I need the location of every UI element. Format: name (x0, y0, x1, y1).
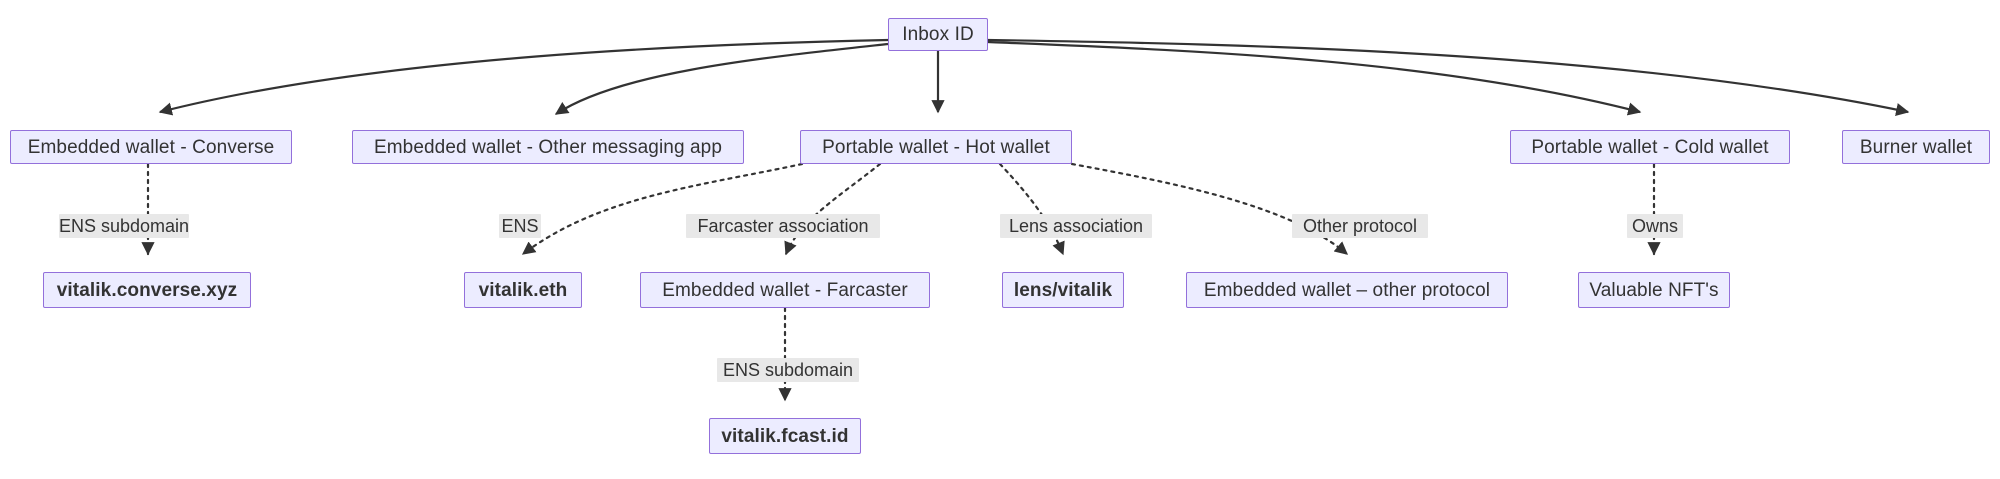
node-label: vitalik.converse.xyz (56, 279, 238, 301)
node-lens-vitalik[interactable]: lens/vitalik (1002, 272, 1124, 308)
node-label: Embedded wallet - Other messaging app (373, 136, 722, 158)
edge-inbox-to-burner-wallet (987, 38, 1910, 117)
edge-label-text: ENS subdomain (58, 216, 190, 236)
node-burner-wallet[interactable]: Burner wallet (1842, 130, 1990, 164)
edge-label-ens: ENS (499, 214, 541, 238)
node-vitalik-fcast-id[interactable]: vitalik.fcast.id (709, 418, 861, 454)
edge-hot-wallet-to-embedded-wallet-other-protocol (1070, 162, 1349, 256)
node-label: vitalik.eth (478, 279, 568, 301)
node-portable-wallet-hot-wallet[interactable]: Portable wallet - Hot wallet (800, 130, 1072, 164)
node-vitalik-eth[interactable]: vitalik.eth (464, 272, 582, 308)
node-label: vitalik.fcast.id (721, 425, 849, 447)
edge-hot-wallet-to-lens-vitalik (998, 162, 1065, 256)
node-portable-wallet-cold-wallet[interactable]: Portable wallet - Cold wallet (1510, 130, 1790, 164)
node-label: Portable wallet - Hot wallet (822, 136, 1050, 158)
edge-hot-wallet-to-vitalik-eth (521, 162, 804, 256)
edge-label-owns: Owns (1627, 214, 1683, 238)
edge-label-text: Farcaster association (697, 216, 869, 236)
edge-label-text: Other protocol (1302, 216, 1418, 236)
node-label: Embedded wallet - Farcaster (662, 279, 908, 301)
edge-inbox-to-portable-wallet-cold-wallet (987, 40, 1642, 116)
edge-label-ens-subdomain-converse: ENS subdomain (59, 214, 189, 238)
node-embedded-wallet-farcaster[interactable]: Embedded wallet - Farcaster (640, 272, 930, 308)
edge-label-other-protocol: Other protocol (1292, 214, 1428, 238)
node-embedded-wallet-other-messaging-app[interactable]: Embedded wallet - Other messaging app (352, 130, 744, 164)
edge-inbox-to-embedded-wallet-other-messaging-app (554, 42, 889, 115)
node-label: Inbox ID (902, 24, 974, 45)
edge-label-text: Lens association (1008, 216, 1144, 236)
node-valuable-nfts[interactable]: Valuable NFT's (1578, 272, 1730, 308)
edge-label-text: ENS (501, 216, 539, 236)
edge-label-farcaster-association: Farcaster association (686, 214, 880, 238)
node-label: Burner wallet (1859, 136, 1973, 158)
node-label: lens/vitalik (1013, 279, 1113, 301)
node-embedded-wallet-other-protocol[interactable]: Embedded wallet – other protocol (1186, 272, 1508, 308)
edge-label-ens-subdomain-fcast: ENS subdomain (717, 358, 859, 382)
node-label: Valuable NFT's (1589, 279, 1719, 301)
node-embedded-wallet-converse[interactable]: Embedded wallet - Converse (10, 130, 292, 164)
edge-label-text: ENS subdomain (722, 360, 854, 380)
edge-label-lens-association: Lens association (1000, 214, 1152, 238)
node-label: Embedded wallet - Converse (27, 136, 275, 158)
node-label: Portable wallet - Cold wallet (1531, 136, 1769, 158)
node-label: Embedded wallet – other protocol (1203, 279, 1491, 301)
node-vitalik-converse-xyz[interactable]: vitalik.converse.xyz (43, 272, 251, 308)
edge-hot-wallet-to-embedded-wallet-farcaster (784, 162, 882, 256)
node-inbox-id[interactable]: Inbox ID (888, 18, 988, 51)
edge-inbox-to-embedded-wallet-converse (158, 38, 889, 116)
edge-label-text: Owns (1631, 216, 1678, 236)
